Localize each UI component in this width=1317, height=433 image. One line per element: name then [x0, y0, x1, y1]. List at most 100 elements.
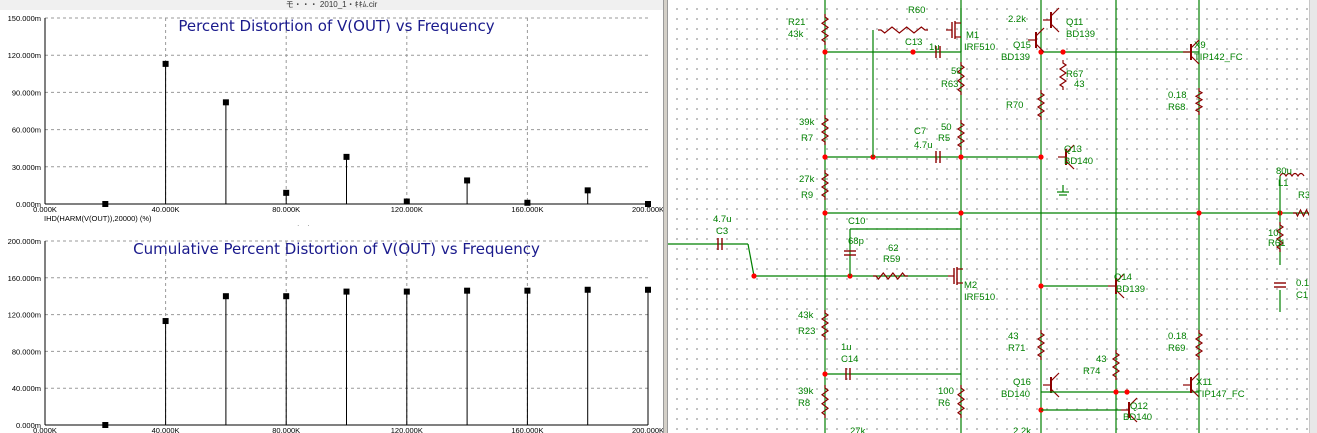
- component-label: BD139: [1066, 29, 1095, 40]
- component-label: 100: [938, 386, 954, 397]
- component-label: BD140: [1064, 156, 1093, 167]
- resistor-symbol: [878, 26, 928, 34]
- node-dot: [822, 154, 828, 160]
- component-label: BD140: [1123, 412, 1152, 423]
- component-label: 43: [1008, 331, 1019, 342]
- component-label: TIP142_FC: [1194, 52, 1243, 63]
- component-label: R6: [938, 398, 950, 409]
- transistor-lead: [1050, 372, 1060, 382]
- transistor-lead: [1065, 160, 1075, 170]
- component-label: M1: [966, 30, 979, 41]
- node-dot: [822, 210, 828, 216]
- y-tick-label: 30.000m: [12, 163, 41, 172]
- y-tick-label: 120.000m: [8, 311, 41, 320]
- resistor-symbol: [820, 310, 830, 340]
- data-point: [464, 177, 471, 184]
- schematic-scrollbar[interactable]: [1309, 0, 1317, 433]
- component-label: 27k: [850, 426, 866, 433]
- y-tick-label: 120.000m: [8, 51, 41, 60]
- x-tick-label: 0.000K: [33, 426, 57, 433]
- series-label: IHD(HARM(V(OUT)),20000) (%): [44, 214, 152, 223]
- transistor-lead: [1190, 372, 1200, 382]
- data-point: [102, 201, 109, 207]
- resistor-symbol: [1194, 330, 1204, 360]
- node-dot: [910, 49, 916, 55]
- component-label: 1u: [929, 42, 940, 53]
- component-label: R61: [1268, 238, 1285, 249]
- component-label: X9: [1194, 40, 1206, 51]
- data-point: [464, 287, 471, 294]
- resistor-symbol: [873, 272, 908, 280]
- x-tick-label: 40.000K: [152, 205, 180, 214]
- component-label: 39k: [799, 117, 815, 128]
- node-dot: [1038, 283, 1044, 289]
- component-label: C14: [841, 354, 858, 365]
- data-point: [645, 201, 651, 207]
- resistor-symbol: [957, 62, 965, 95]
- component-label: R59: [883, 254, 900, 265]
- transistor-lead: [1050, 7, 1060, 17]
- component-label: 27k: [799, 174, 815, 185]
- component-label: R5: [938, 133, 950, 144]
- data-point: [343, 153, 350, 160]
- data-point: [524, 199, 531, 206]
- component-label: R69: [1168, 343, 1185, 354]
- node-dot: [751, 273, 757, 279]
- x-tick-label: 200.000K: [632, 205, 663, 214]
- component-label: C13: [905, 37, 922, 48]
- data-point: [102, 422, 109, 428]
- chart-percent-distortion: 0.000m30.000m60.000m90.000m120.000m150.0…: [8, 14, 663, 226]
- y-tick-label: 60.000m: [12, 126, 41, 135]
- component-label: X11: [1196, 377, 1212, 388]
- component-label: R23: [798, 326, 815, 337]
- data-point: [645, 286, 651, 293]
- x-tick-label: 80.000K: [272, 426, 300, 433]
- pane-splitter[interactable]: [663, 0, 668, 433]
- component-label: 43k: [798, 310, 814, 321]
- resistor-symbol: [821, 385, 829, 418]
- resistor-symbol: [820, 115, 830, 145]
- data-point: [524, 287, 531, 294]
- component-label: R63: [941, 79, 958, 90]
- component-label: R60: [908, 5, 925, 16]
- data-point: [403, 198, 410, 205]
- y-tick-label: 160.000m: [8, 274, 41, 283]
- y-tick-label: 90.000m: [12, 88, 41, 97]
- node-dot: [822, 371, 828, 377]
- component-label: 2.2k: [1008, 14, 1026, 25]
- y-tick-label: 0.000m: [16, 200, 41, 209]
- resistor-symbol: [820, 170, 830, 200]
- transistor-lead: [1190, 55, 1200, 65]
- plot-window-title: モ・・・ 2010_1・ｷｷﾑ.cir: [0, 0, 663, 10]
- component-label: 43: [1074, 79, 1085, 90]
- wire: [747, 243, 755, 277]
- x-tick-label: 160.000K: [511, 426, 543, 433]
- component-label: R8: [798, 398, 810, 409]
- node-dot: [1113, 389, 1119, 395]
- component-label: Q12: [1130, 401, 1148, 412]
- data-point: [162, 318, 169, 325]
- component-label: 50: [951, 66, 962, 77]
- component-label: 43k: [788, 29, 804, 40]
- x-tick-label: 160.000K: [511, 205, 543, 214]
- component-label: IRF510: [964, 42, 995, 53]
- component-label: 68p: [848, 236, 864, 247]
- component-label: 62: [888, 243, 899, 254]
- plot-window: モ・・・ 2010_1・ｷｷﾑ.cir 0.000m 30.000m 60.000m…: [0, 0, 663, 433]
- component-label: IRF510: [964, 292, 995, 303]
- component-label: M2: [964, 280, 977, 291]
- component-label: 80u: [1276, 166, 1292, 177]
- component-label: R3: [1298, 190, 1310, 201]
- component-label: R74: [1083, 366, 1100, 377]
- node-dot: [1196, 210, 1202, 216]
- component-label: 10: [1268, 228, 1279, 239]
- node-dot: [958, 154, 964, 160]
- component-label: 1u: [841, 342, 852, 353]
- transistor-lead: [1190, 39, 1200, 49]
- data-point: [222, 293, 229, 300]
- y-tick-label: 200.000m: [8, 237, 41, 246]
- component-label: 0.1: [1296, 278, 1309, 289]
- resistor-symbol: [1111, 350, 1121, 380]
